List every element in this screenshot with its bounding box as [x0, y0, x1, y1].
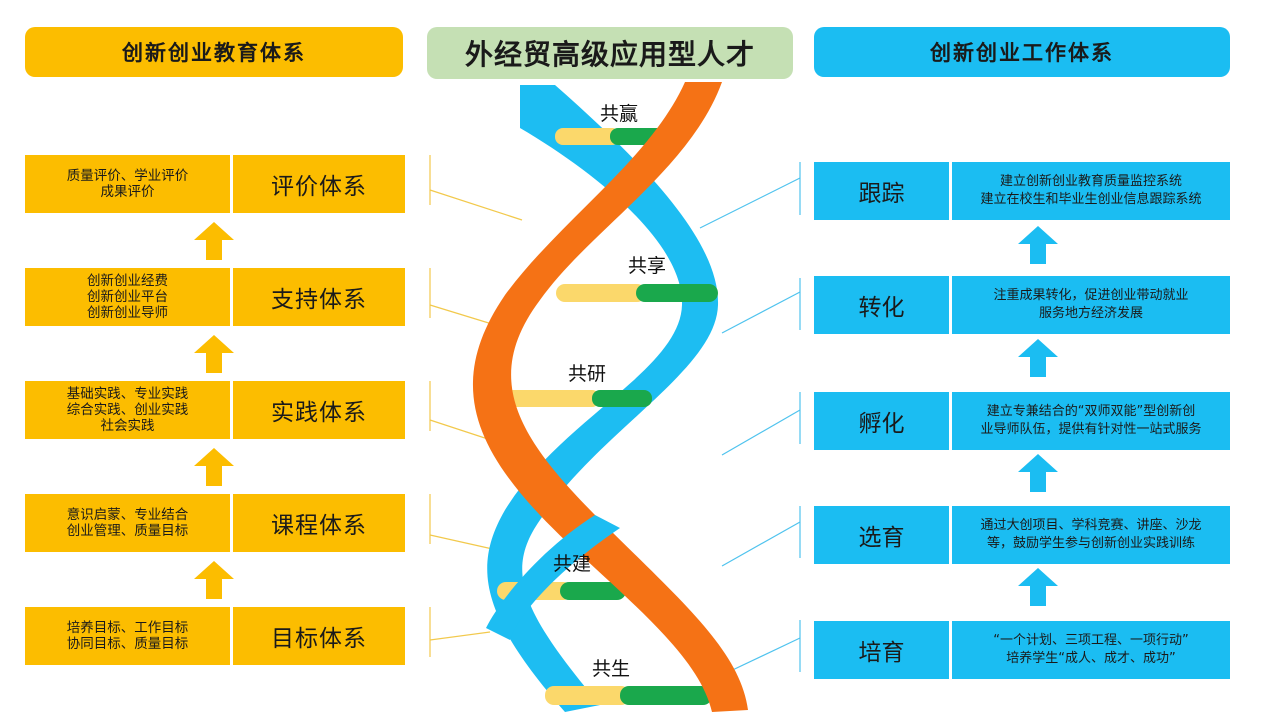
helix-label-coexist: 共生 [592, 658, 630, 680]
row-divider [949, 621, 952, 679]
right-row-title: 选育 [858, 525, 905, 551]
left-row-support: 创新创业经费 创新创业平台 创新创业导师 支持体系 [25, 268, 405, 326]
right-row-tracking: 跟踪 建立创新创业教育质量监控系统 建立在校生和毕业生创业信息跟踪系统 [814, 162, 1230, 220]
left-row-desc: 意识启蒙、专业结合 创业管理、质量目标 [66, 507, 189, 539]
row-divider [230, 268, 233, 326]
up-arrow-icon [1018, 226, 1058, 264]
rung-3-yellow [505, 390, 600, 407]
left-row-goal: 培养目标、工作目标 协同目标、质量目标 目标体系 [25, 607, 405, 665]
left-row-evaluation: 质量评价、学业评价 成果评价 评价体系 [25, 155, 405, 213]
right-connector-1b [699, 177, 801, 229]
right-row-desc: 注重成果转化，促进创业带动就业 服务地方经济发展 [993, 288, 1189, 321]
up-arrow-icon [194, 448, 234, 486]
right-row-title: 跟踪 [858, 181, 905, 207]
left-row-title: 目标体系 [271, 626, 367, 652]
left-row-desc: 质量评价、学业评价 成果评价 [66, 168, 189, 200]
left-connector-5b [429, 631, 491, 641]
left-system-header: 创新创业教育体系 [25, 27, 403, 77]
left-row-curriculum: 意识启蒙、专业结合 创业管理、质量目标 课程体系 [25, 494, 405, 552]
row-divider [230, 155, 233, 213]
center-title-header: 外经贸高级应用型人才 [427, 27, 793, 79]
rung-4-green [560, 582, 626, 600]
right-row-cultivation: 培育 “一个计划、三项工程、一项行动” 培养学生“成人、成才、成功” [814, 621, 1230, 679]
row-divider [949, 276, 952, 334]
right-system-header: 创新创业工作体系 [814, 27, 1230, 77]
row-divider [230, 494, 233, 552]
orange-helix-strand [472, 82, 748, 712]
up-arrow-icon [1018, 454, 1058, 492]
up-arrow-icon [194, 561, 234, 599]
right-connector-3b [721, 409, 801, 456]
rung-5-yellow [545, 686, 630, 705]
row-divider [949, 162, 952, 220]
left-row-desc: 培养目标、工作目标 协同目标、质量目标 [66, 620, 189, 652]
left-row-title: 评价体系 [271, 174, 367, 200]
rung-2-green [636, 284, 718, 302]
right-row-title: 转化 [858, 295, 905, 321]
right-row-transformation: 转化 注重成果转化，促进创业带动就业 服务地方经济发展 [814, 276, 1230, 334]
row-divider [949, 392, 952, 450]
right-row-desc: 通过大创项目、学科竞赛、讲座、沙龙 等，鼓励学生参与创新创业实践训练 [980, 518, 1202, 551]
right-row-desc: 建立专兼结合的“双师双能”型创新创 业导师队伍，提供有针对性一站式服务 [980, 404, 1202, 437]
helix-label-share: 共享 [628, 255, 666, 277]
helix-label-build: 共建 [553, 553, 591, 575]
right-row-title: 培育 [858, 640, 905, 666]
up-arrow-icon [194, 222, 234, 260]
up-arrow-icon [1018, 339, 1058, 377]
row-divider [949, 506, 952, 564]
left-row-title: 实践体系 [271, 400, 367, 426]
left-connector-1b [429, 189, 523, 221]
row-divider [230, 381, 233, 439]
right-connector-lines [699, 162, 801, 676]
helix-label-research: 共研 [568, 363, 606, 385]
left-row-title: 课程体系 [271, 513, 367, 539]
right-connector-5b [721, 637, 801, 676]
rung-5-green [620, 686, 712, 705]
rung-2-yellow [556, 284, 646, 302]
right-row-title: 孵化 [858, 411, 905, 437]
right-connector-4b [721, 521, 801, 567]
left-row-desc: 基础实践、专业实践 综合实践、创业实践 社会实践 [66, 386, 189, 434]
left-row-title: 支持体系 [271, 287, 367, 313]
right-connector-2b [721, 291, 801, 334]
right-row-selection: 选育 通过大创项目、学科竞赛、讲座、沙龙 等，鼓励学生参与创新创业实践训练 [814, 506, 1230, 564]
up-arrow-icon [1018, 568, 1058, 606]
right-row-desc: 建立创新创业教育质量监控系统 建立在校生和毕业生创业信息跟踪系统 [980, 174, 1202, 207]
rung-1-yellow [555, 128, 620, 145]
helix-label-win: 共赢 [600, 103, 638, 125]
rung-3-green [592, 390, 652, 407]
row-divider [230, 607, 233, 665]
right-row-incubation: 孵化 建立专兼结合的“双师双能”型创新创 业导师队伍，提供有针对性一站式服务 [814, 392, 1230, 450]
left-connector-4b [429, 534, 498, 551]
right-row-desc: “一个计划、三项工程、一项行动” 培养学生“成人、成才、成功” [993, 633, 1189, 666]
blue-strand-front-segment [486, 515, 620, 640]
left-row-practice: 基础实践、专业实践 综合实践、创业实践 社会实践 实践体系 [25, 381, 405, 439]
blue-helix-strand [487, 85, 719, 712]
left-row-desc: 创新创业经费 创新创业平台 创新创业导师 [87, 273, 168, 321]
up-arrow-icon [194, 335, 234, 373]
